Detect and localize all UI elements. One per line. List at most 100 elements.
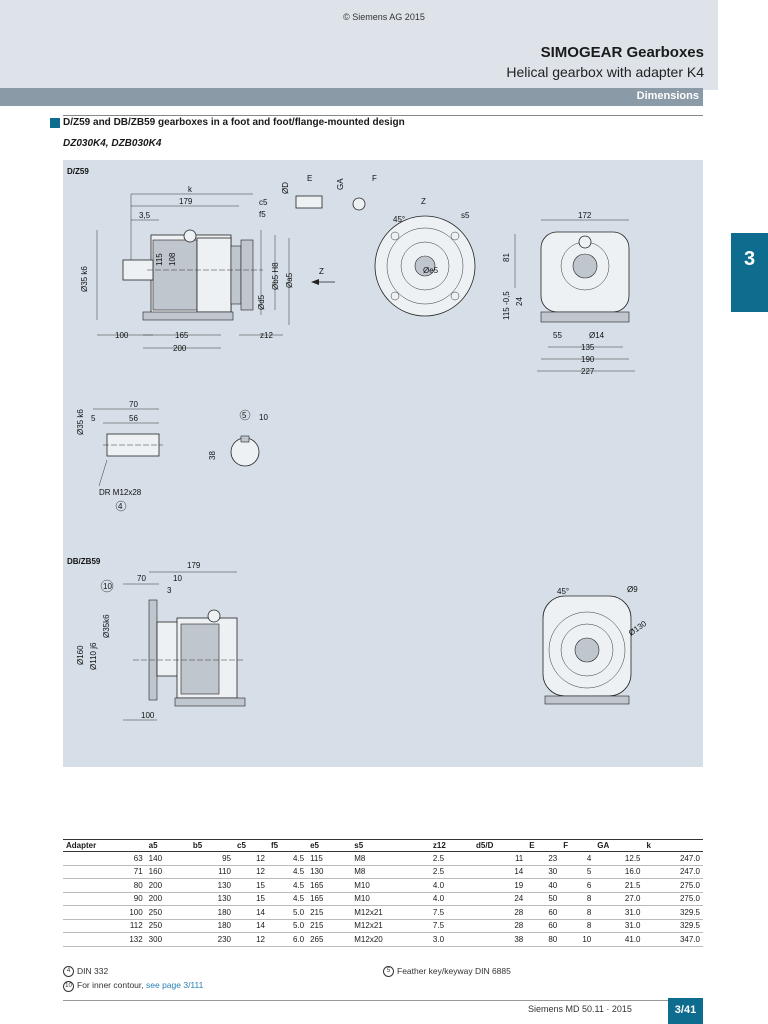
dim-D: ØD	[281, 182, 290, 194]
dim-227: 227	[581, 367, 595, 376]
table-cell: 247.0	[643, 851, 703, 866]
flange-angle: 45°	[393, 215, 405, 224]
table-cell: 28	[473, 905, 527, 920]
table-cell: 12	[234, 865, 269, 879]
table-cell: 130	[189, 892, 235, 906]
col-ga: GA	[594, 839, 644, 852]
table-cell: 16.0	[594, 865, 644, 879]
table-cell: 38	[473, 932, 527, 947]
footnote-4-text: DIN 332	[77, 966, 109, 976]
db-dim-179: 179	[187, 561, 201, 570]
dim-d5: Ød5	[257, 294, 266, 310]
table-cell: 95	[189, 851, 235, 866]
col-a5: a5	[145, 839, 190, 852]
dz59-front-view	[540, 231, 630, 323]
detail-dim-38: 38	[208, 451, 217, 460]
table-cell: 110	[189, 865, 235, 879]
table-cell: 19	[473, 878, 527, 893]
dim-55: 55	[553, 331, 562, 340]
table-cell: 5.0	[268, 905, 308, 920]
dim-GA: GA	[336, 178, 345, 190]
detail-note-5: 5	[242, 411, 247, 420]
table-cell: 6.0	[268, 932, 308, 947]
footnote-10-marker: 10	[63, 980, 74, 992]
db-shaft: Ø35k6	[102, 614, 111, 638]
dim-179: 179	[179, 197, 193, 206]
table-cell: 24	[473, 892, 527, 906]
dim-100: 100	[115, 331, 129, 340]
dim-190: 190	[581, 355, 595, 364]
table-cell: 4.0	[429, 892, 474, 906]
table-cell: 31.0	[594, 919, 644, 933]
table-cell: 140	[145, 851, 190, 866]
dim-d14: Ø14	[589, 331, 605, 340]
footer-divider	[63, 1000, 703, 1001]
db-dim-110: Ø110 j6	[89, 642, 98, 670]
db-dim-10: 10	[173, 574, 182, 583]
table-cell: 28	[473, 919, 527, 933]
table-cell: 50	[526, 892, 561, 906]
col-k: k	[643, 839, 703, 852]
dim-F: F	[372, 174, 377, 183]
dim-115: 115	[155, 253, 164, 266]
table-cell: 4	[560, 851, 595, 866]
section-title: D/Z59 and DB/ZB59 gearboxes in a foot an…	[63, 117, 405, 128]
table-cell: 23	[526, 851, 561, 866]
chapter-tab[interactable]: 3	[731, 233, 768, 312]
table-cell: 2.5	[429, 865, 474, 879]
table-cell: 180	[189, 905, 235, 920]
flange-view-z: Z	[421, 197, 426, 206]
col-z12: z12	[429, 839, 474, 852]
col-f5: f5	[268, 839, 308, 852]
table-cell: 8	[560, 919, 595, 933]
table-cell: 100	[63, 905, 146, 920]
table-cell: 8	[560, 905, 595, 920]
table-cell: 4.5	[268, 865, 308, 879]
table-cell: 14	[473, 865, 527, 879]
page-title: SIMOGEAR Gearboxes	[540, 44, 704, 61]
table-cell: 275.0	[643, 878, 703, 893]
section-marker	[50, 118, 60, 128]
table-cell: 6	[560, 878, 595, 893]
table-cell: 15	[234, 878, 269, 893]
footnote-5-marker: 5	[383, 966, 394, 978]
dim-172: 172	[578, 211, 592, 220]
table-cell: 115	[307, 851, 352, 866]
table-cell: 275.0	[643, 892, 703, 906]
table-cell: 200	[145, 892, 190, 906]
page-subtitle: Helical gearbox with adapter K4	[506, 64, 704, 80]
table-cell: 215	[307, 919, 352, 933]
table-header-row: Adapter a5 b5 c5 f5 e5 s5 z12 d5/D E F G…	[63, 839, 703, 852]
dim-108: 108	[168, 252, 177, 266]
copyright-notice: © Siemens AG 2015	[343, 12, 425, 22]
table-cell: 12.5	[594, 851, 644, 866]
table-cell: 112	[63, 919, 146, 933]
dim-a5: Øa5	[285, 272, 294, 288]
view-z-label: Z	[319, 267, 324, 276]
table-cell: 265	[307, 932, 352, 947]
table-cell: 90	[63, 892, 146, 906]
table-cell: 329.5	[643, 919, 703, 933]
detail-dim-70: 70	[129, 400, 138, 409]
section-band: Dimensions	[0, 88, 703, 106]
detail-dim-5: 5	[91, 414, 96, 423]
inner-contour-link[interactable]: see page 3/111	[146, 980, 204, 991]
table-cell: M12x21	[351, 919, 430, 933]
table-cell: 165	[307, 878, 352, 893]
col-b5: b5	[189, 839, 235, 852]
dim-200: 200	[173, 344, 187, 353]
col-f: F	[560, 839, 595, 852]
dbzb59-side-view	[133, 599, 246, 707]
dbzb59-label: DB/ZB59	[67, 557, 101, 566]
detail-thread: DR M12x28	[99, 488, 142, 497]
dim-3-5: 3,5	[139, 211, 151, 220]
table-cell: M12x21	[351, 905, 430, 920]
dbzb59-front-view	[542, 595, 632, 705]
table-cell: 63	[63, 851, 146, 866]
table-cell: 30	[526, 865, 561, 879]
